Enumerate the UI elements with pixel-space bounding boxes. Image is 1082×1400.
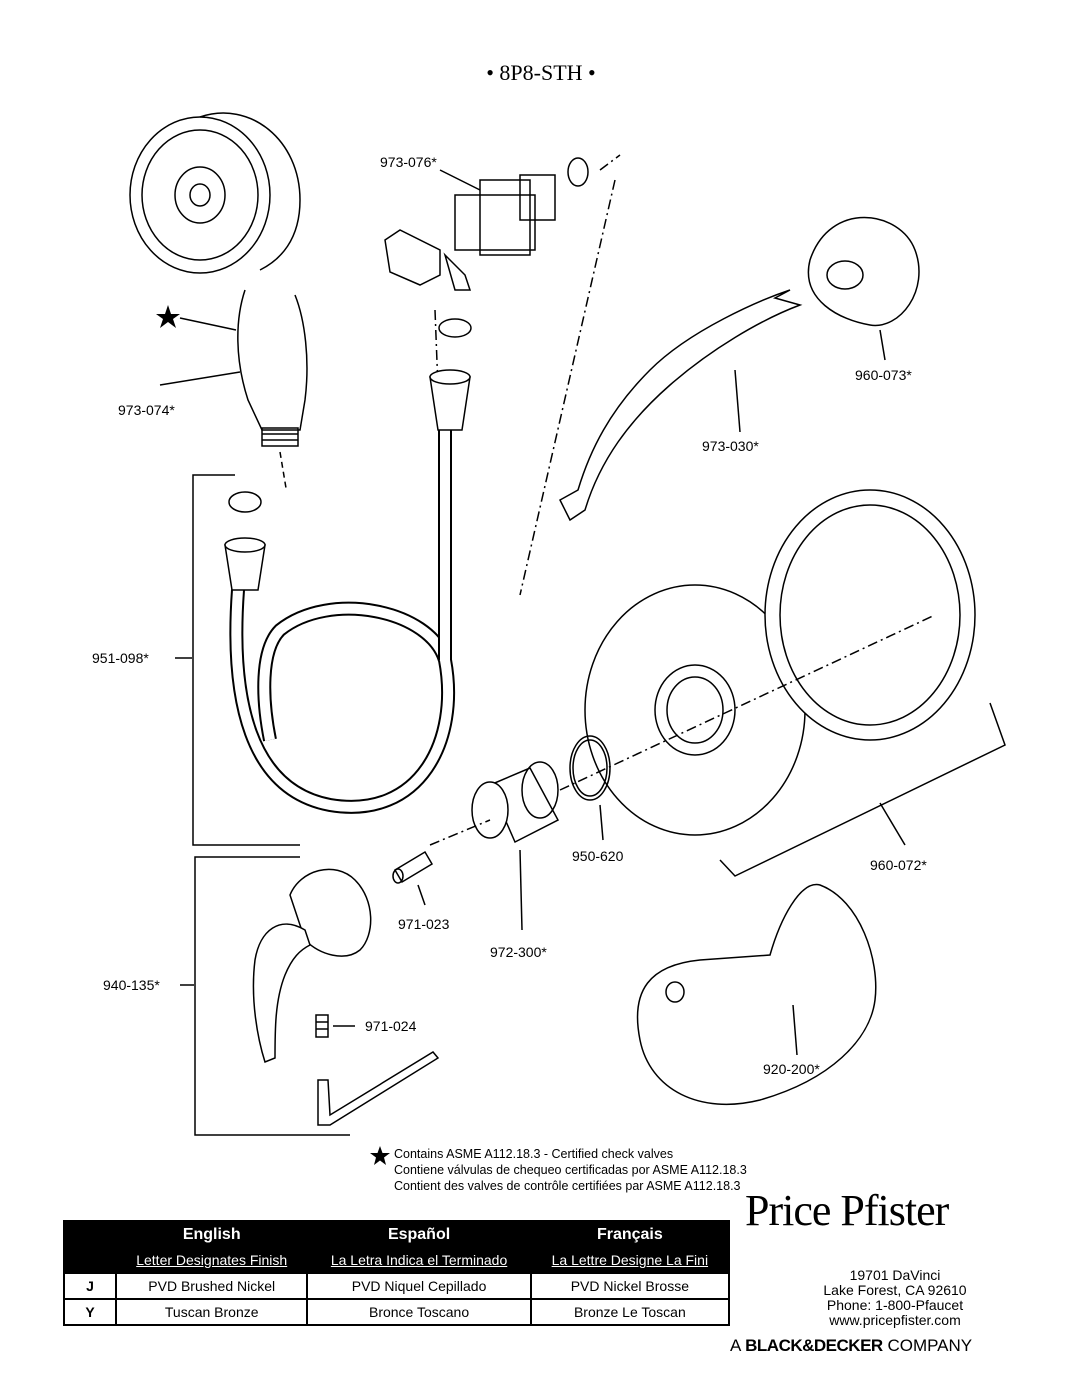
label-971-024: 971-024 [365,1018,417,1034]
finish-francais: Bronze Le Toscan [529,1298,731,1326]
finish-table: English Español Français Letter Designat… [63,1220,731,1326]
company-prefix: A [730,1336,741,1355]
washer [567,157,589,187]
shower-flange [807,216,920,327]
label-960-073: 960-073* [855,367,912,383]
address-line: 19701 DaVinci [849,1267,941,1283]
note-line-es: Contiene válvulas de chequeo certificada… [394,1163,747,1177]
finish-english: Tuscan Bronze [114,1298,309,1326]
company-suffix: COMPANY [887,1336,973,1355]
finish-code: J [63,1272,117,1300]
website: www.pricepfister.com [829,1312,961,1328]
table-row: J PVD Brushed Nickel PVD Niquel Cepillad… [63,1272,731,1300]
page-title: • 8P8-STH • [486,60,596,85]
finish-code: Y [63,1298,117,1326]
shower-hose [224,369,471,814]
check-valve-note: Contains ASME A112.18.3 - Certified chec… [370,1146,747,1194]
note-line-en: Contains ASME A112.18.3 - Certified chec… [394,1147,674,1161]
subheader-english: Letter Designates Finish [114,1248,309,1274]
finish-francais: PVD Nickel Brosse [529,1272,731,1300]
label-971-023: 971-023 [398,916,450,932]
wall-bracket [384,174,556,291]
company-name: BLACK&DECKER [745,1336,883,1355]
label-951-098: 951-098* [92,650,149,666]
hand-shower [129,112,308,489]
washer [228,491,262,513]
shower-arm [559,289,803,522]
header-francais: Français [529,1220,731,1248]
label-920-200: 920-200* [763,1061,820,1077]
label-973-076: 973-076* [380,154,437,170]
finish-espanol: Bronce Toscano [306,1298,532,1326]
header-english: English [114,1220,309,1248]
finish-english: PVD Brushed Nickel [114,1272,309,1300]
header-espanol: Español [306,1220,532,1248]
address-line: Lake Forest, CA 92610 [823,1282,967,1298]
phone-number: Phone: 1-800-Pfaucet [826,1297,964,1313]
subheader-espanol: La Letra Indica el Terminado [306,1248,532,1274]
tub-spout [636,883,877,1105]
subheader-francais: La Lettre Designe La Fini [529,1248,731,1274]
star-callout [156,305,237,331]
star-icon [370,1146,390,1165]
note-line-fr: Contient des valves de contrôle certifié… [394,1179,741,1193]
parent-company: A BLACK&DECKER COMPANY [730,1336,972,1356]
company-address: 19701 DaVinci Lake Forest, CA 92610 Phon… [760,1268,1030,1328]
label-973-074: 973-074* [118,402,175,418]
label-973-030: 973-030* [702,438,759,454]
sleeve [471,761,560,844]
hex-key [317,1051,440,1126]
adapter [392,850,434,884]
finish-espanol: PVD Niquel Cepillado [306,1272,532,1300]
lever-handle [252,868,372,1063]
code-header [63,1220,117,1273]
label-960-072: 960-072* [870,857,927,873]
table-row: Y Tuscan Bronze Bronce Toscano Bronze Le… [63,1298,731,1326]
escutcheon [584,489,976,836]
washer [438,318,472,338]
label-950-620: 950-620 [572,848,624,864]
set-screw [315,1014,329,1038]
label-940-135: 940-135* [103,977,160,993]
o-ring [569,735,611,801]
brand-logo: Price Pfister [745,1186,949,1235]
label-972-300: 972-300* [490,944,547,960]
